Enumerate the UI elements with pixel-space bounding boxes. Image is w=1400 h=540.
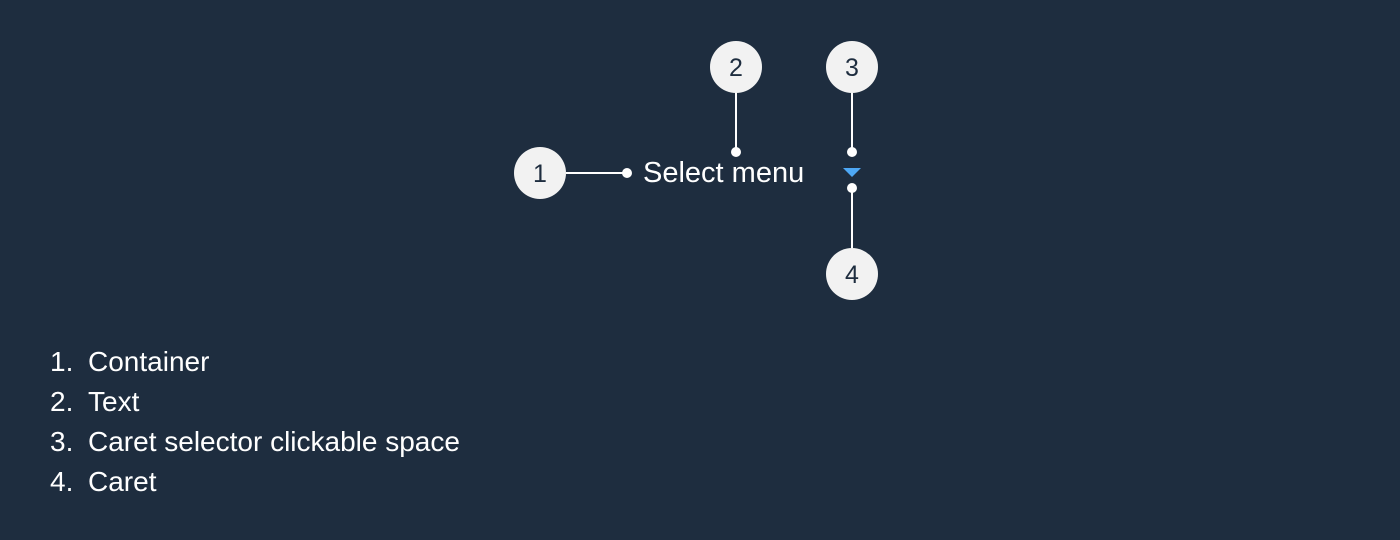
leader-lines [566,92,853,249]
callout-circle-2 [710,41,762,93]
legend-text: Caret selector clickable space [88,426,460,457]
anchor-dot-1 [622,168,632,178]
anchor-dot-4 [847,183,857,193]
legend-item-text: 2. Text [50,382,460,422]
anchor-dot-3 [847,147,857,157]
legend-text: Container [88,346,210,377]
callout-2: 2 [710,41,762,93]
legend-item-caret-selector: 3. Caret selector clickable space [50,422,460,462]
legend-item-caret: 4. Caret [50,462,460,502]
callout-number-2: 2 [729,54,743,82]
legend-number: 4. [50,466,74,497]
legend-text: Caret [88,466,157,497]
legend-number: 1. [50,346,74,377]
callout-3: 3 [826,41,878,93]
select-menu-text: Select menu [643,157,804,189]
callout-number-1: 1 [533,160,547,188]
callout-number-3: 3 [845,54,859,82]
legend-number: 3. [50,426,74,457]
anchor-dots [622,147,857,193]
callout-circle-3 [826,41,878,93]
callout-circle-1 [514,147,566,199]
callout-1: 1 [514,147,566,199]
callout-4: 4 [826,248,878,300]
callout-number-4: 4 [845,261,859,289]
legend-text: Text [88,386,140,417]
legend-item-container: 1. Container [50,342,460,382]
caret-down-icon[interactable] [843,168,861,177]
legend-list: 1. Container 2. Text 3. Caret selector clic… [50,342,460,502]
callout-circle-4 [826,248,878,300]
legend-number: 2. [50,386,74,417]
anchor-dot-2 [731,147,741,157]
select-menu[interactable]: Select menu [643,157,861,189]
